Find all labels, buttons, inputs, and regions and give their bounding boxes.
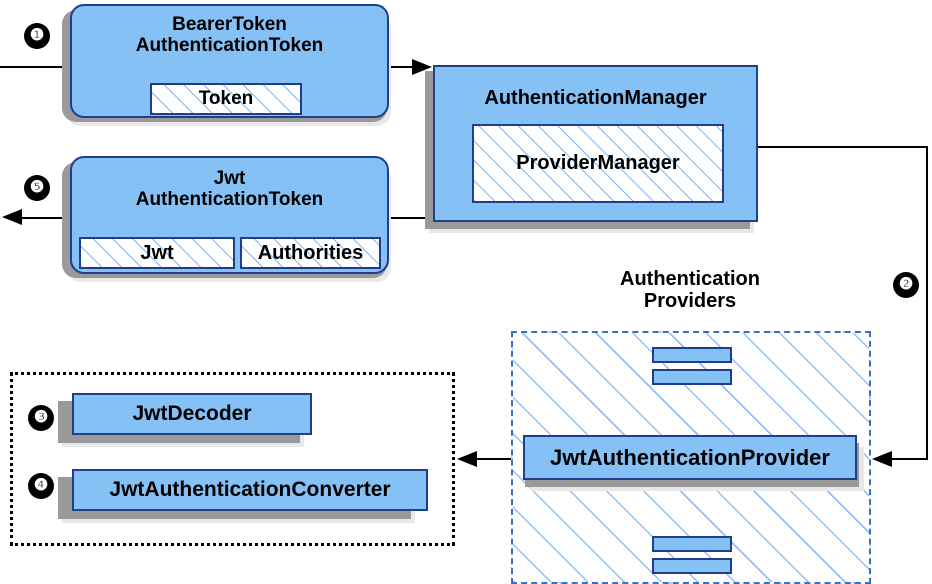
step-marker-4-label: ❹ xyxy=(33,477,49,494)
step-marker-5: ❺ xyxy=(24,175,50,201)
connector-bearer-to-manager xyxy=(388,66,418,68)
jwt-token-inner-jwt[interactable]: Jwt xyxy=(79,237,235,269)
jwt-token-title-line2: AuthenticationToken xyxy=(135,189,324,211)
node-jwt-authentication-converter[interactable]: JwtAuthenticationConverter xyxy=(72,469,428,511)
node-authentication-manager[interactable]: AuthenticationManager ProviderManager xyxy=(433,65,758,222)
node-jwt-authentication-token[interactable]: Jwt AuthenticationToken Jwt Authorities xyxy=(70,156,389,274)
step-marker-2-label: ❷ xyxy=(898,276,914,293)
jwt-token-inner-authorities[interactable]: Authorities xyxy=(240,237,381,269)
jwt-authentication-converter-label: JwtAuthenticationConverter xyxy=(109,478,391,501)
bearer-token-inner-token-label: Token xyxy=(198,88,254,109)
connector-step5-output xyxy=(6,217,74,219)
step-marker-5-label: ❺ xyxy=(29,179,45,196)
jwt-token-inner-jwt-label: Jwt xyxy=(140,241,174,264)
jwt-decoder-label: JwtDecoder xyxy=(132,402,252,425)
authentication-providers-title-line2: Providers xyxy=(643,290,737,313)
jwt-token-title-line1: Jwt xyxy=(213,168,246,189)
step-marker-3-label: ❸ xyxy=(33,409,49,426)
jwt-token-title: Jwt AuthenticationToken xyxy=(136,168,324,211)
connector-manager-to-jwt-token xyxy=(386,217,434,219)
connector-step2-bottom xyxy=(876,458,928,460)
provider-manager-label: ProviderManager xyxy=(516,152,680,174)
provider-bar-upper-2 xyxy=(652,369,732,385)
bearer-token-title-line1: BearerToken xyxy=(172,14,287,35)
node-bearer-token-authentication-token[interactable]: BearerToken AuthenticationToken Token xyxy=(70,4,389,118)
step-marker-1-label: ❶ xyxy=(29,27,45,44)
authentication-manager-inner-provider-manager[interactable]: ProviderManager xyxy=(472,124,724,203)
node-jwt-decoder[interactable]: JwtDecoder xyxy=(72,393,312,435)
connector-step1-input xyxy=(0,66,72,68)
bearer-token-title: BearerToken AuthenticationToken xyxy=(136,14,324,57)
jwt-authentication-provider-label: JwtAuthenticationProvider xyxy=(550,444,830,470)
authentication-providers-title: Authentication Providers xyxy=(535,268,845,313)
step-marker-1: ❶ xyxy=(24,23,50,49)
connector-step2-right xyxy=(926,146,928,459)
bearer-token-title-line2: AuthenticationToken xyxy=(135,35,324,57)
jwt-token-inner-authorities-label: Authorities xyxy=(257,241,364,264)
jwt-support-components-region xyxy=(10,372,455,546)
step-marker-2: ❷ xyxy=(893,272,919,298)
step-marker-4: ❹ xyxy=(28,473,54,499)
step-marker-3: ❸ xyxy=(28,405,54,431)
connector-provider-to-decoders xyxy=(462,458,524,460)
authentication-providers-title-line1: Authentication xyxy=(620,268,760,290)
authentication-manager-title: AuthenticationManager xyxy=(484,87,707,109)
provider-bar-upper-1 xyxy=(652,347,732,363)
provider-bar-lower-2 xyxy=(652,558,732,574)
node-jwt-authentication-provider[interactable]: JwtAuthenticationProvider xyxy=(523,435,857,480)
connector-step2-top xyxy=(758,146,928,148)
provider-bar-lower-1 xyxy=(652,536,732,552)
bearer-token-inner-token[interactable]: Token xyxy=(150,83,302,115)
